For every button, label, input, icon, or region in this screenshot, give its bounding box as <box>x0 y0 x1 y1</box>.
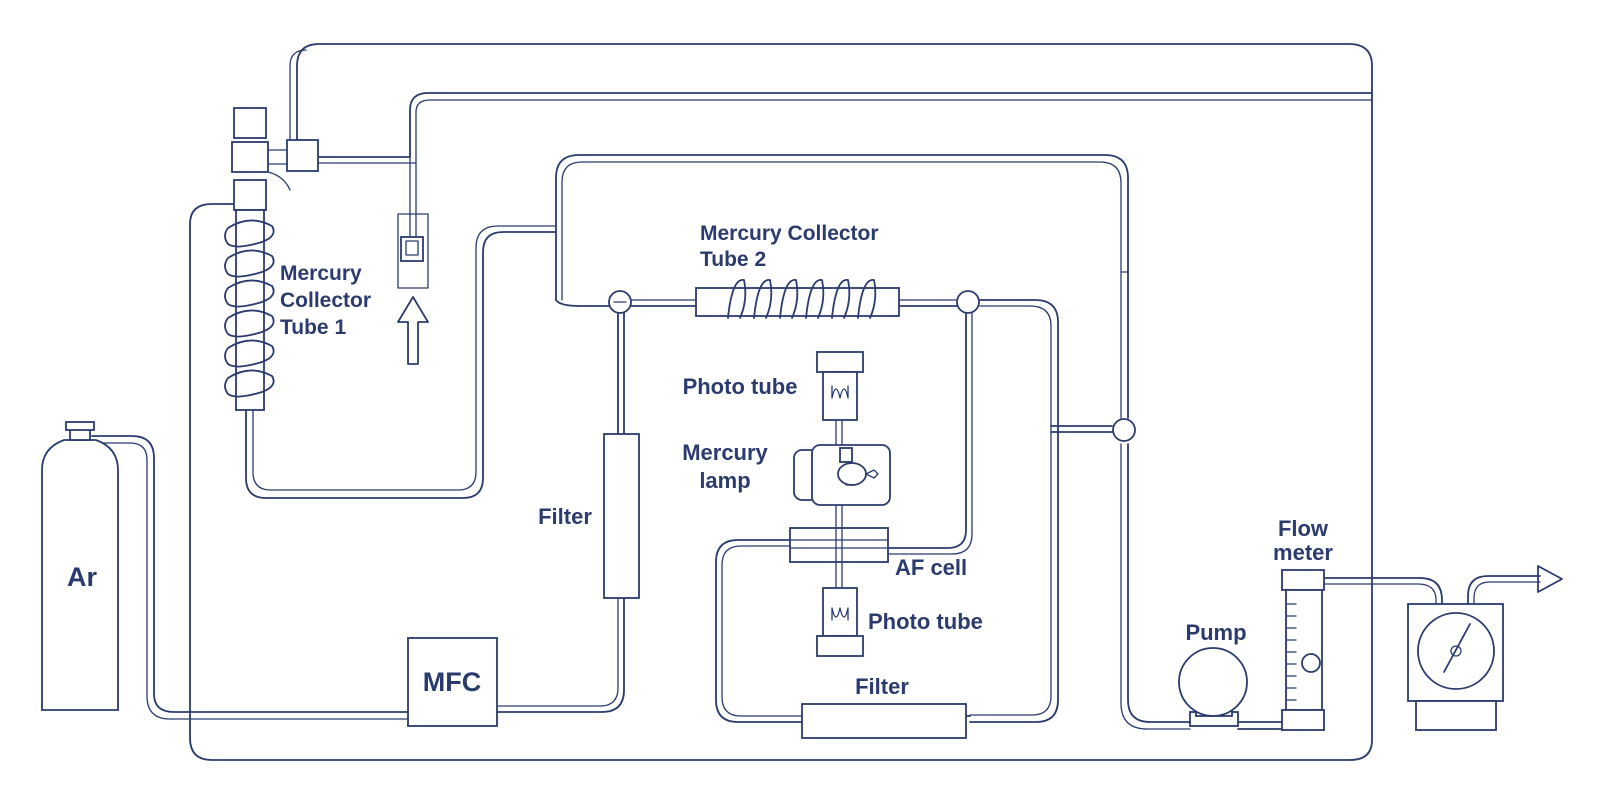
collector-tube-1 <box>224 107 319 411</box>
flow-meter <box>1281 569 1325 731</box>
collector2-label-line1: Mercury Collector <box>700 222 879 245</box>
mfc-to-filter-pipe-inner <box>496 597 619 707</box>
upper-return-pipe <box>317 92 1373 158</box>
optical-assembly <box>789 351 891 657</box>
crossover-pipe <box>1050 425 1113 433</box>
left-filter-label: Filter <box>538 504 592 529</box>
flowmeter-label-line1: Flow <box>1278 516 1329 541</box>
right-loop-pipe-inner <box>969 305 1052 716</box>
afcell-label: AF cell <box>895 555 967 580</box>
collector1-label-line3: Tube 1 <box>280 316 346 339</box>
mfc-label: MFC <box>423 667 481 697</box>
collector-tube-2 <box>695 279 900 319</box>
bottom-filter <box>801 703 967 739</box>
upper-return-pipe-inner <box>317 99 1373 164</box>
phototube-bottom-label: Photo tube <box>868 609 983 634</box>
central-upper-loop-inner <box>561 161 1122 419</box>
pump <box>1178 647 1248 727</box>
left-filter <box>603 433 640 599</box>
up-arrow-icon <box>397 296 429 365</box>
flowmeter-to-gauge <box>1323 577 1443 607</box>
mfc-to-filter-pipe <box>496 597 625 713</box>
argon-label: Ar <box>67 562 97 592</box>
bottom-filter-label: Filter <box>855 674 909 699</box>
collector1-label-line2: Collector <box>280 289 371 312</box>
mfc-box <box>407 637 498 727</box>
coil-1 <box>224 219 275 398</box>
pump-to-flowmeter <box>1237 721 1283 730</box>
argon-supply-pipe <box>91 435 409 713</box>
flowmeter-label-line2: meter <box>1273 540 1333 565</box>
pump-pipe-inner <box>1120 443 1191 730</box>
collector1-outlet-pipe <box>245 209 557 499</box>
pump-pipe <box>1127 443 1191 723</box>
sample-insert <box>397 213 429 289</box>
collector1-label-line1: Mercury <box>280 262 362 285</box>
afcell-to-filter-pipe-inner <box>721 545 803 717</box>
phototube-top-label: Photo tube <box>683 374 798 399</box>
valve2-to-afcell-inner <box>887 309 973 555</box>
valve-3 <box>1112 418 1136 442</box>
lamp-label-line2: lamp <box>699 468 750 493</box>
outer-loop-pipe <box>189 43 1373 761</box>
central-upper-loop <box>555 154 1129 419</box>
argon-supply-pipe-inner <box>91 442 409 720</box>
exhaust-arrow-icon <box>1537 565 1563 593</box>
outer-loop-inner-wall <box>289 49 307 171</box>
filter-to-valve1-pipe <box>617 305 625 435</box>
collector1-outlet-pipe-inner <box>252 209 557 491</box>
exhaust-pipe-inner <box>1473 581 1541 607</box>
afcell-to-filter-pipe <box>715 539 803 723</box>
probe-pipe <box>409 156 417 241</box>
valve2-to-afcell <box>887 309 967 549</box>
flowmeter-to-gauge-inner <box>1323 583 1437 607</box>
gas-meter <box>1407 603 1504 731</box>
pump-label: Pump <box>1185 620 1246 645</box>
exhaust-pipe <box>1467 575 1541 607</box>
collector2-line <box>555 299 959 307</box>
right-loop-pipe <box>969 299 1059 723</box>
argon-cylinder <box>41 421 119 711</box>
valve-2 <box>956 290 980 314</box>
lamp-label-line1: Mercury <box>682 440 768 465</box>
collector2-label-line2: Tube 2 <box>700 248 766 271</box>
